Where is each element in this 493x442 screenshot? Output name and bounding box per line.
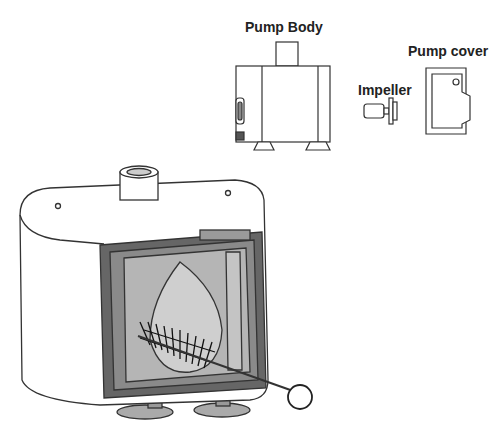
part-label: Impeller xyxy=(358,82,412,98)
cleaning-brush xyxy=(138,322,312,409)
impeller-part xyxy=(364,98,397,124)
large-pump xyxy=(20,166,268,419)
pump-cover-part xyxy=(426,68,470,134)
part-label: Pump Body xyxy=(245,19,323,35)
small-pump-body xyxy=(236,42,330,150)
part-label: Pump cover xyxy=(408,43,488,59)
